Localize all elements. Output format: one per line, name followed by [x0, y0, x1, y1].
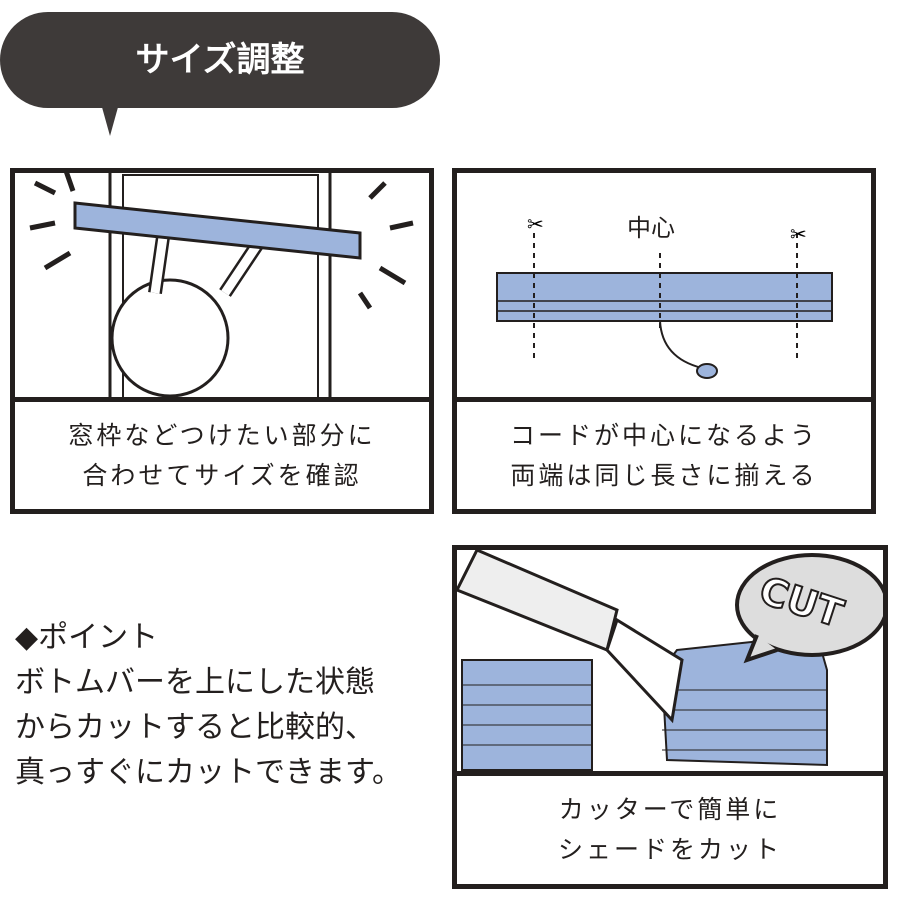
title-bubble-tail	[100, 100, 120, 136]
caption-cut: カッターで簡単に シェードをカット	[457, 771, 883, 884]
point-line: からカットすると比較的、	[15, 710, 375, 745]
caption-line: 両端は同じ長さに揃える	[510, 460, 818, 490]
caption-center: コードが中心になるよう 両端は同じ長さに揃える	[457, 397, 871, 509]
caption-line: シェードをカット	[557, 835, 782, 864]
point-line: 真っすぐにカットできます。	[15, 755, 402, 790]
title-bubble	[0, 12, 440, 108]
page-title: サイズ調整	[135, 40, 305, 80]
caption-line: カッターで簡単に	[558, 795, 782, 824]
caption-line: コードが中心になるよう	[509, 420, 818, 450]
panel-measure: 窓枠などつけたい部分に 合わせてサイズを確認	[10, 168, 434, 514]
caption-line: 窓枠などつけたい部分に	[68, 420, 376, 450]
point-heading: ◆ポイント	[15, 620, 159, 655]
caption-measure: 窓枠などつけたい部分に 合わせてサイズを確認	[15, 397, 429, 509]
cut-illustration	[457, 550, 883, 771]
panel-cut: CUT カッターで簡単に シェードをカット	[452, 545, 888, 889]
bar-illustration: ✂ ✂	[496, 212, 833, 379]
scissors-icon: ✂	[527, 212, 544, 236]
panel-center: ✂ ✂ 中心 コードが中心になるよう 両端は同じ長さに揃える	[452, 168, 876, 514]
caption-line: 合わせてサイズを確認	[82, 460, 362, 490]
scissors-icon: ✂	[790, 222, 807, 246]
point-note: ◆ポイント ボトムバーを上にした状態 からカットすると比較的、 真っすぐにカット…	[15, 615, 402, 795]
point-line: ボトムバーを上にした状態	[15, 665, 375, 700]
center-label: 中心	[627, 214, 675, 242]
measure-illustration	[29, 173, 414, 406]
